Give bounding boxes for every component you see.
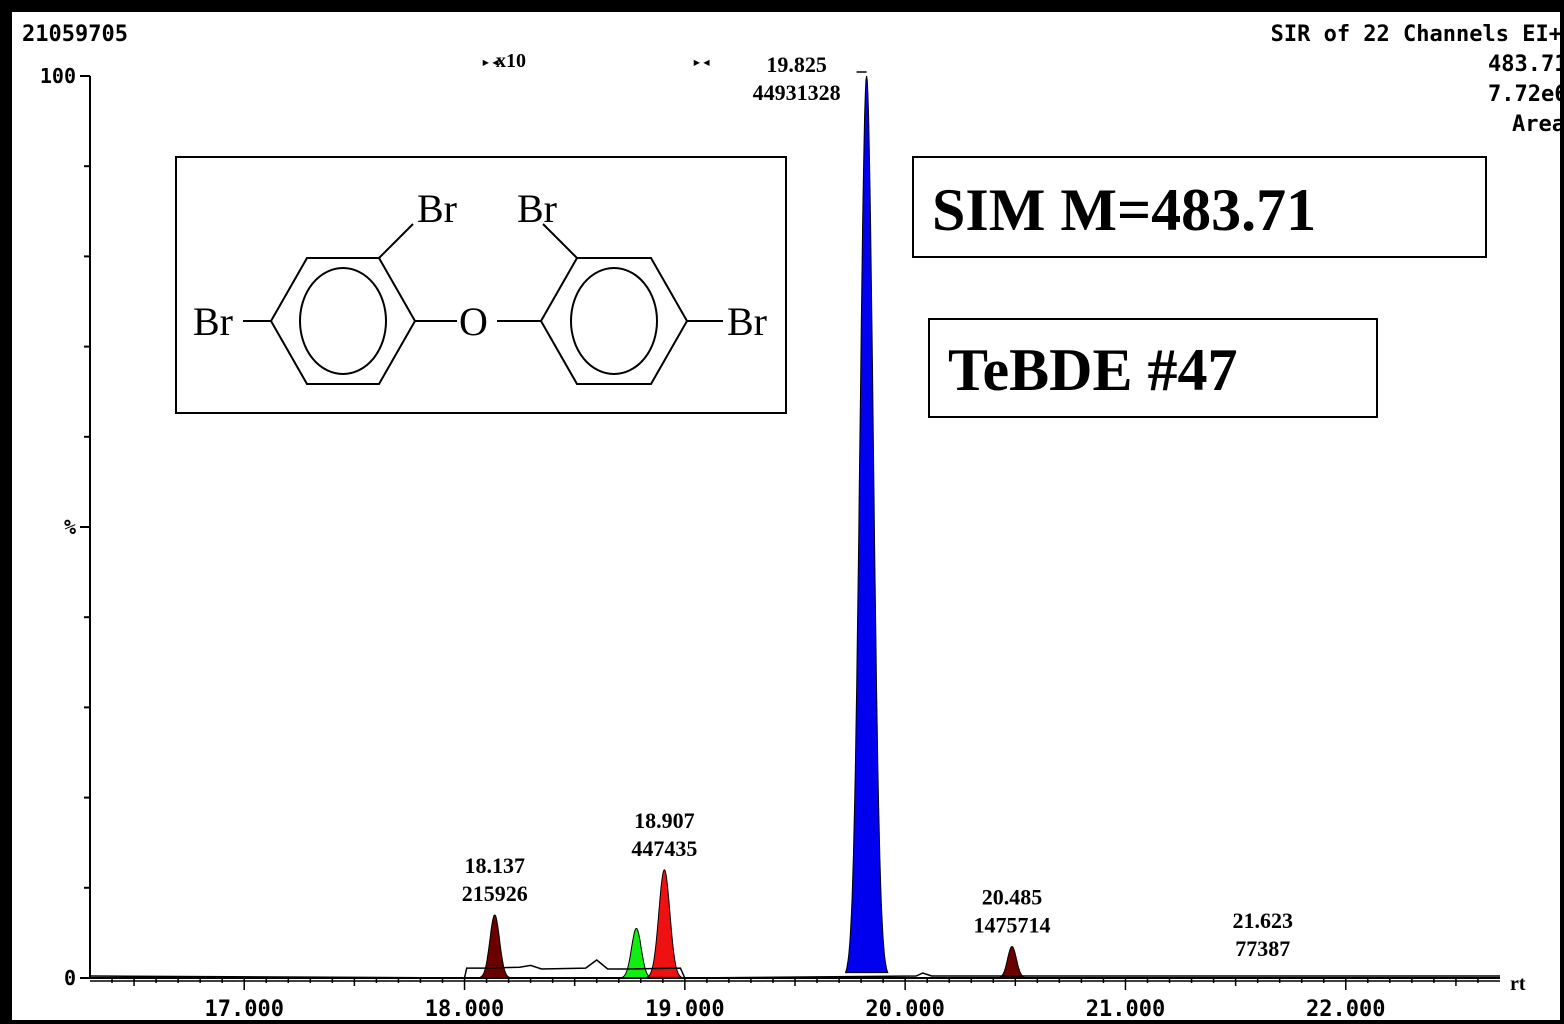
peak-label: 19.825 — [766, 52, 827, 77]
x-tick-labels: 17.000 18.000 19.000 20.000 21.000 22.000 — [204, 997, 1385, 1022]
zoom-start-marker: ▸◂ — [481, 52, 501, 71]
mass-label: 483.71 — [1488, 52, 1564, 77]
atom-br-right: Br — [727, 299, 767, 344]
y-tick-labels: 0% 100 — [40, 64, 76, 990]
left-ring — [269, 257, 417, 385]
peak-0 — [479, 914, 511, 979]
atom-oxygen: O — [459, 299, 488, 344]
area-label: Area — [1512, 112, 1564, 137]
baseline-path — [89, 959, 1500, 979]
x-tick-label: 21.000 — [1086, 997, 1165, 1022]
x-tick-label: 22.000 — [1306, 997, 1385, 1022]
atom-br-left: Br — [193, 299, 233, 344]
scan-function-label: SIR of 22 Channels EI+ — [1270, 22, 1562, 47]
peak-label: 18.907 — [634, 808, 695, 833]
x-tick-label: 17.000 — [204, 997, 283, 1022]
baseline-trace — [89, 959, 1500, 979]
bonds — [243, 223, 723, 322]
compound-label-text: TeBDE #47 — [948, 337, 1238, 403]
x-tick-label: 18.000 — [425, 997, 504, 1022]
peak-label: 18.137 — [464, 853, 525, 878]
atom-br-top-left: Br — [417, 186, 457, 231]
right-ring — [539, 257, 689, 385]
axes — [80, 71, 1500, 990]
peak-label: 20.485 — [982, 884, 1043, 909]
x-tick-label: 20.000 — [865, 997, 944, 1022]
sim-label-box: SIM M=483.71 — [912, 156, 1487, 258]
peak-labels: 18.137 215926 18.907 447435 19.825 44931328 20… — [462, 52, 1293, 961]
structure-box: Br Br Br O Br — [175, 156, 787, 414]
peak-label: 44931328 — [753, 80, 841, 105]
sim-label-text: SIM M=483.71 — [932, 177, 1317, 243]
peak-label: 447435 — [631, 836, 697, 861]
peak-4 — [997, 945, 1027, 979]
peak-3 — [844, 75, 889, 974]
x-tick-label: 19.000 — [645, 997, 724, 1022]
peak-fills — [479, 75, 1027, 979]
molecule-structure: Br Br Br O Br — [193, 186, 767, 385]
intensity-scale-label: 7.72e6 — [1488, 82, 1564, 107]
peak-label: 215926 — [462, 881, 528, 906]
peak-label: 77387 — [1235, 936, 1290, 961]
peak-label: 1475714 — [974, 912, 1051, 937]
y-tick-label: % — [64, 515, 76, 539]
y-tick-label: 100 — [40, 64, 76, 88]
peak-1 — [620, 927, 652, 979]
max-intensity-label: 21059705 — [22, 22, 128, 47]
x-axis-label: rt — [1510, 973, 1526, 995]
compound-label-box: TeBDE #47 — [928, 318, 1378, 418]
zoom-label: x10 — [496, 50, 526, 72]
zoom-end-marker: ▸◂ — [692, 52, 712, 71]
peak-2 — [646, 869, 683, 978]
y-tick-label: 0 — [64, 966, 76, 990]
atom-br-top-right: Br — [517, 186, 557, 231]
peak-label: 21.623 — [1232, 908, 1293, 933]
